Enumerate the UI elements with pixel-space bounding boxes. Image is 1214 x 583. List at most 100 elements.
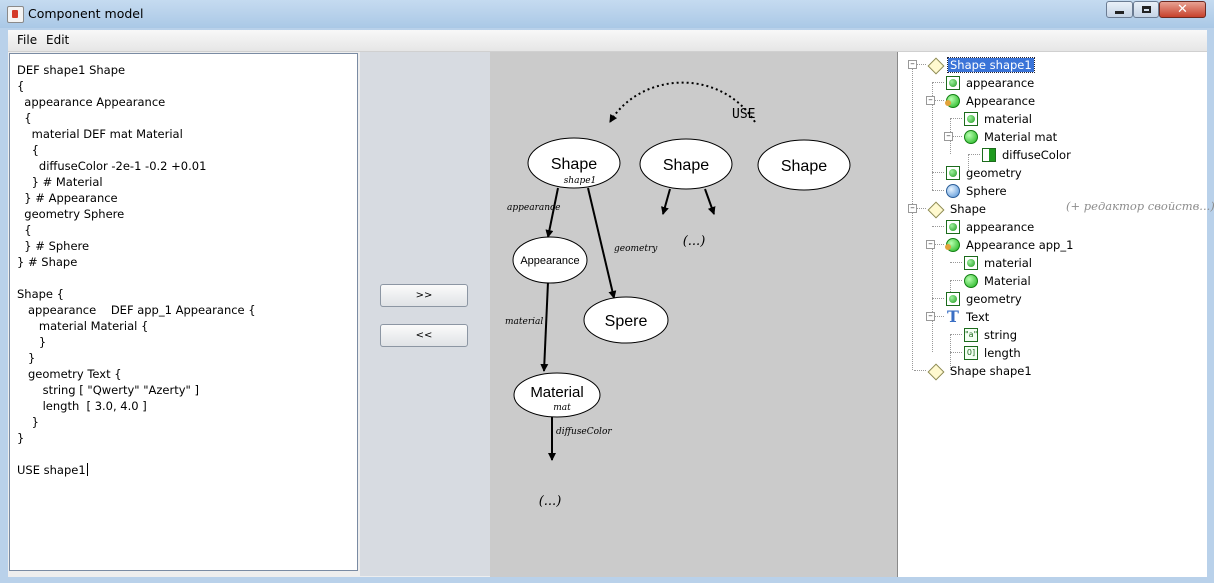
tree-node-label: Shape shape1 — [947, 56, 1035, 73]
forward-button[interactable]: >> — [380, 284, 468, 307]
tree-connector — [932, 172, 944, 173]
tree-node-label: Sphere — [966, 183, 1007, 198]
editor-line: appearance Appearance — [17, 95, 166, 109]
tree-connector — [950, 262, 962, 263]
tree-node[interactable]: Material — [964, 272, 1033, 289]
minimize-button[interactable] — [1106, 1, 1133, 18]
tree-node-label: Text — [966, 309, 990, 324]
edge-label-diffusecolor: diffuseColor — [556, 427, 612, 437]
editor-line: } # Sphere — [17, 239, 90, 253]
text-node-icon: T — [947, 306, 959, 326]
collapse-toggle-icon[interactable]: – — [926, 96, 935, 105]
maximize-button[interactable] — [1133, 1, 1159, 18]
editor-line: { — [17, 143, 39, 157]
tree-connector — [932, 226, 944, 227]
tree-node[interactable]: "a" string — [964, 326, 1019, 343]
tree-node[interactable]: geometry — [946, 290, 1024, 307]
tree-node-label: diffuseColor — [1002, 147, 1071, 162]
tree-connector — [950, 136, 962, 137]
node-shape3: Shape — [757, 139, 851, 191]
tree-guide-appearance2 — [950, 280, 951, 298]
tree-connector — [914, 370, 926, 371]
editor-line: { — [17, 111, 32, 125]
tree-node-label: Appearance — [966, 93, 1036, 108]
tree-connector — [932, 100, 944, 101]
back-button[interactable]: << — [380, 324, 468, 347]
diagram-canvas: USE appearance geometry material diffuse… — [505, 81, 851, 509]
node-spere: Spere — [583, 296, 669, 344]
menu-edit[interactable]: Edit — [46, 33, 70, 47]
editor-line: appearance DEF app_1 Appearance { — [17, 303, 256, 317]
edge-label-appearance: appearance — [507, 203, 560, 213]
editor-line: { — [17, 79, 25, 93]
node-spere-title: Spere — [605, 313, 648, 330]
tree-node[interactable]: material — [964, 110, 1034, 127]
appearance-node-icon — [945, 93, 960, 108]
tree-node[interactable]: geometry — [946, 164, 1024, 181]
tree-node[interactable]: Appearance app_1 — [945, 236, 1075, 253]
tree-node[interactable]: T Text — [946, 308, 991, 325]
appearance-node-icon — [945, 237, 960, 252]
tree-connector — [914, 64, 926, 65]
tree-node[interactable]: Shape shape1 — [927, 56, 1035, 74]
editor-line: } # Material — [17, 175, 103, 189]
editor-line: } — [17, 335, 47, 349]
tree-connector — [950, 280, 962, 281]
tree-node[interactable]: 0]length — [964, 344, 1023, 361]
tree-node[interactable]: Shape shape1 — [927, 362, 1034, 380]
tree-node-label: Material — [984, 273, 1031, 288]
node-material-title: Material — [530, 384, 583, 401]
edge-label-geometry: geometry — [614, 244, 658, 254]
close-button[interactable]: ✕ — [1159, 1, 1206, 18]
tree-node-label: material — [984, 111, 1032, 126]
source-editor[interactable]: DEF shape1 Shape{ appearance Appearance … — [9, 53, 358, 571]
diamond-icon — [927, 57, 945, 74]
editor-line: } — [17, 351, 36, 365]
collapse-toggle-icon[interactable]: – — [908, 60, 917, 69]
tree-node[interactable]: appearance — [946, 74, 1036, 91]
tree-node-label: string — [984, 327, 1018, 342]
tree-node[interactable]: Shape — [927, 200, 988, 218]
tree-connector — [950, 118, 962, 119]
tree-node[interactable]: material — [964, 254, 1034, 271]
editor-line: } # Shape — [17, 255, 78, 269]
tree-node-label: length — [984, 345, 1021, 360]
tree-connector — [932, 190, 944, 191]
editor-line: string [ "Qwerty" "Azerty" ] — [17, 383, 199, 397]
tree-connector — [932, 316, 944, 317]
node-appearance-title: Appearance — [520, 255, 579, 267]
text-caret — [86, 463, 88, 476]
tree-connector — [950, 334, 962, 335]
collapse-toggle-icon[interactable]: – — [926, 240, 935, 249]
tree-node[interactable]: Sphere — [946, 182, 1009, 199]
editor-line: DEF shape1 Shape — [17, 63, 126, 77]
title-bar: Component model ✕ — [0, 0, 1214, 28]
menu-file[interactable]: File — [17, 33, 38, 47]
window-title: Component model — [28, 6, 144, 21]
field-icon — [946, 219, 960, 234]
string-field-icon: "a" — [964, 327, 978, 342]
tree-node[interactable]: Material mat — [964, 128, 1059, 145]
use-label: USE — [732, 107, 755, 122]
sphere-node-icon — [946, 183, 960, 198]
tree-connector — [914, 208, 926, 209]
editor-line: length [ 3.0, 4.0 ] — [17, 399, 147, 413]
collapse-toggle-icon[interactable]: – — [908, 204, 917, 213]
diamond-icon — [927, 201, 945, 218]
editor-line: geometry Text { — [17, 367, 122, 381]
tree-node[interactable]: appearance — [946, 218, 1036, 235]
node-appearance: Appearance — [512, 236, 588, 284]
tree-node[interactable]: Appearance — [945, 92, 1037, 109]
ellipsis-material: (...) — [539, 494, 562, 509]
transfer-panel: >> << — [360, 52, 490, 576]
collapse-toggle-icon[interactable]: – — [944, 132, 953, 141]
editor-line: USE shape1 — [17, 463, 88, 477]
editor-line: } — [17, 415, 39, 429]
edge-material — [540, 281, 549, 372]
edge-shape2-left — [661, 188, 671, 215]
collapse-toggle-icon[interactable]: – — [926, 312, 935, 321]
edge-appearance — [545, 187, 559, 238]
tree-node[interactable]: diffuseColor — [982, 146, 1073, 163]
node-material: Material mat — [513, 372, 601, 418]
